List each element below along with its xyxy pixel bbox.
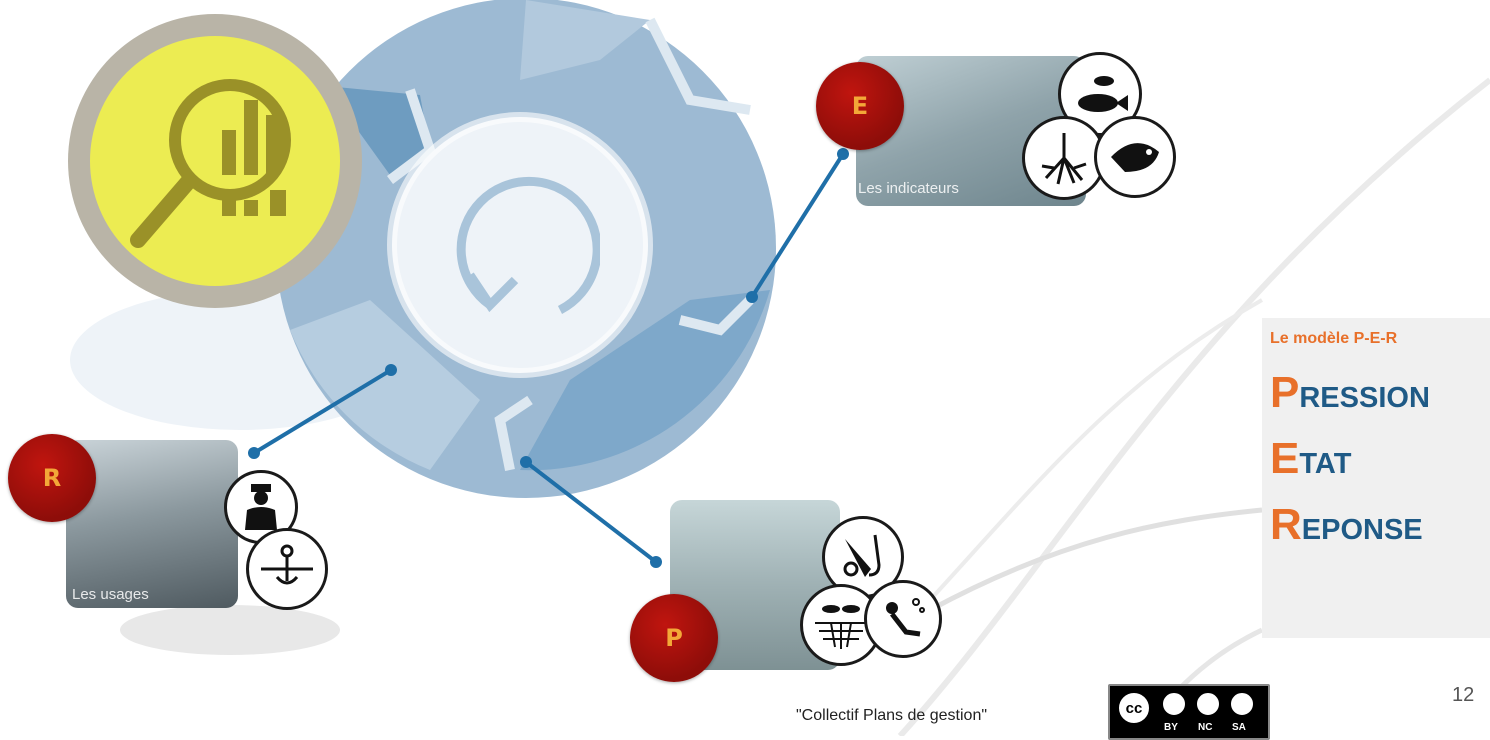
sa-label: SA	[1232, 722, 1246, 733]
photo-caption-indicators: Les indicateurs	[858, 180, 959, 197]
by-icon	[1160, 690, 1188, 718]
sa-icon	[1228, 690, 1256, 718]
model-panel: Le modèle P-E-R PRESSION ETAT REPONSE	[1262, 318, 1490, 638]
by-label: BY	[1164, 722, 1178, 733]
badge-r: R	[8, 434, 96, 522]
model-line-etat-cap: E	[1270, 434, 1299, 483]
model-title: Le modèle P-E-R	[1270, 330, 1397, 348]
model-line-pression-cap: P	[1270, 368, 1299, 417]
badge-p: P	[630, 594, 718, 682]
cc-icon: cc	[1116, 690, 1152, 726]
model-line-pression: PRESSION	[1270, 368, 1430, 418]
nc-label: NC	[1198, 722, 1212, 733]
model-line-reponse: REPONSE	[1270, 500, 1423, 550]
cc-license-badge: cc BY NC SA	[1108, 684, 1270, 740]
grouper-fish-icon	[1094, 116, 1176, 198]
cc-label: cc	[1126, 700, 1143, 717]
model-line-reponse-cap: R	[1270, 500, 1302, 549]
model-line-etat-rest: TAT	[1299, 448, 1351, 480]
scuba-diver-icon	[864, 580, 942, 658]
model-line-reponse-rest: EPONSE	[1302, 514, 1423, 546]
page-number: 12	[1452, 684, 1474, 707]
nc-icon	[1194, 690, 1222, 718]
photo-caption-uses: Les usages	[72, 586, 149, 603]
model-line-etat: ETAT	[1270, 434, 1351, 484]
badge-e: E	[816, 62, 904, 150]
model-line-pression-rest: RESSION	[1299, 382, 1430, 414]
anchor-buoy-icon	[246, 528, 328, 610]
credit-text: "Collectif Plans de gestion"	[796, 707, 987, 725]
